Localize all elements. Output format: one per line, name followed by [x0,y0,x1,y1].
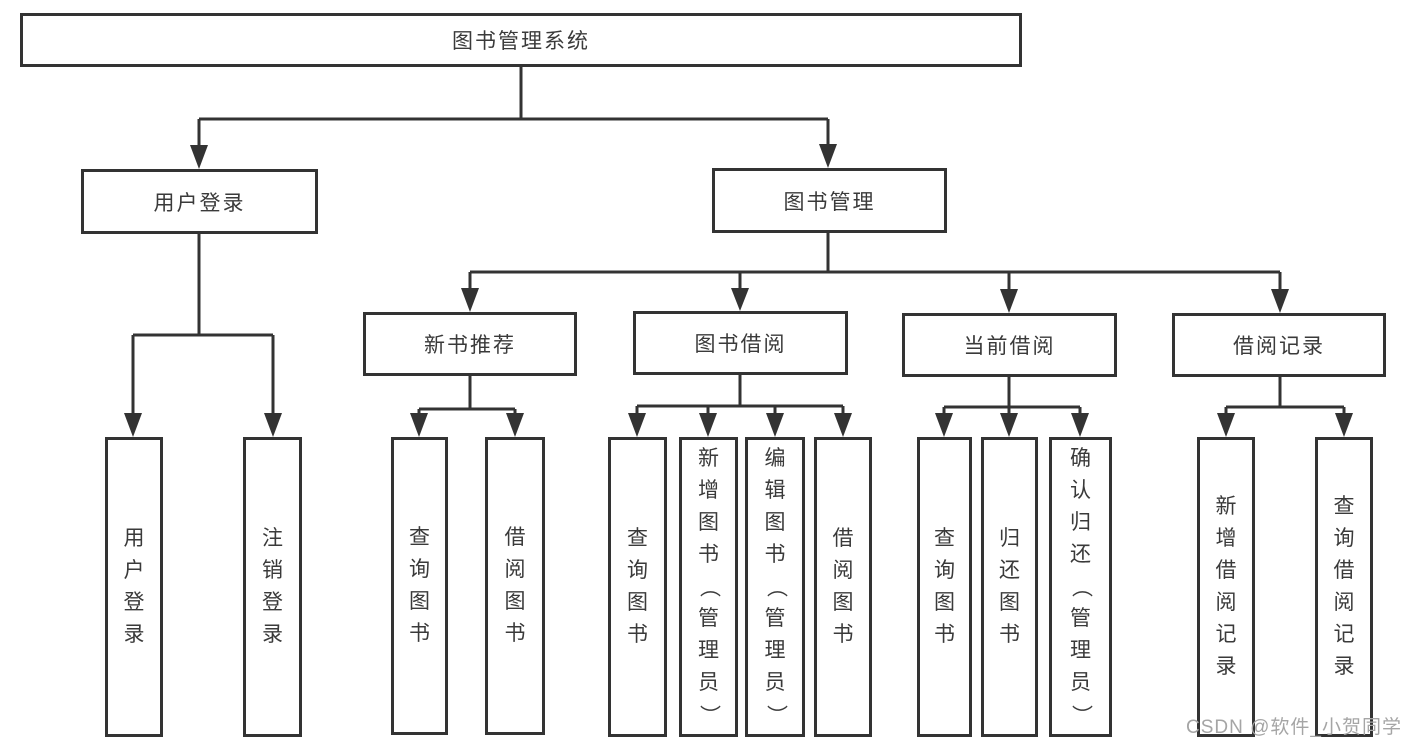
arrowhead-new-book [461,288,479,312]
arrowhead-cb-query [935,413,953,437]
leaf-user-login: 用户登录 [105,437,163,737]
node-book-borrowing: 图书借阅 [633,311,848,375]
arrowhead-user-login [190,145,208,169]
node-label: 查询图书 [409,526,430,645]
arrowhead-cb-return [1000,413,1018,437]
node-label: 图书管理 [783,190,876,214]
node-label: 借阅记录 [1233,335,1325,358]
node-label: 借阅图书 [832,527,854,646]
arrowhead-leaf-login [124,413,142,437]
node-label: 查询借阅记录 [1333,495,1355,678]
node-book-management: 图书管理 [712,168,947,233]
node-label: 图书管理系统 [452,30,590,53]
arrowhead-br-add [1217,413,1235,437]
node-label: 查询图书 [934,527,955,646]
node-label: 编辑图书（管理员） [764,447,787,726]
node-label: 确认归还（管理员） [1069,447,1093,726]
leaf-cb-return-books: 归还图书 [981,437,1038,737]
arrowhead-leaf-logout [264,413,282,437]
node-label: 用户登录 [153,191,246,215]
node-label: 新增图书（管理员） [697,447,721,726]
leaf-nb-query-books: 查询图书 [391,437,448,735]
leaf-cb-confirm-return-admin: 确认归还（管理员） [1049,437,1112,737]
leaf-bb-edit-books-admin: 编辑图书（管理员） [745,437,805,737]
leaf-br-query-record: 查询借阅记录 [1315,437,1373,737]
node-label: 借阅图书 [504,526,526,645]
leaf-logout: 注销登录 [243,437,302,737]
node-user-login: 用户登录 [81,169,318,234]
node-label: 归还图书 [999,527,1020,646]
leaf-br-add-record: 新增借阅记录 [1197,437,1255,737]
arrowhead-bb-query [628,413,646,437]
arrowhead-nb-borrow [506,413,524,437]
arrowheads [124,144,1353,437]
arrowhead-book-mgmt [819,144,837,168]
arrowhead-bb-edit [766,413,784,437]
node-borrowing-records: 借阅记录 [1172,313,1386,377]
arrowhead-bb-add [699,413,717,437]
node-label: 用户登录 [123,527,145,646]
leaf-bb-borrow-books: 借阅图书 [814,437,872,737]
node-library-system: 图书管理系统 [20,13,1022,67]
arrowhead-current-borrow [1000,289,1018,313]
leaf-nb-borrow-books: 借阅图书 [485,437,545,735]
arrowhead-bb-borrow [834,413,852,437]
node-label: 新增借阅记录 [1215,495,1237,678]
arrowhead-borrow-record [1271,289,1289,313]
arrowhead-cb-confirm [1071,413,1089,437]
leaf-bb-query-books: 查询图书 [608,437,667,737]
node-label: 查询图书 [627,527,648,646]
leaf-bb-add-books-admin: 新增图书（管理员） [679,437,738,737]
arrowhead-book-borrow [731,288,749,311]
node-new-book-recommend: 新书推荐 [363,312,577,376]
node-current-borrowing: 当前借阅 [902,313,1117,377]
node-label: 当前借阅 [963,335,1056,358]
csdn-watermark: CSDN @软件_小贺同学 [1186,717,1402,738]
node-label: 图书借阅 [694,333,787,356]
leaf-cb-query-books: 查询图书 [917,437,972,737]
node-label: 注销登录 [262,527,283,646]
node-label: 新书推荐 [424,334,516,357]
arrowhead-nb-query [410,413,428,437]
arrowhead-br-query [1335,413,1353,437]
